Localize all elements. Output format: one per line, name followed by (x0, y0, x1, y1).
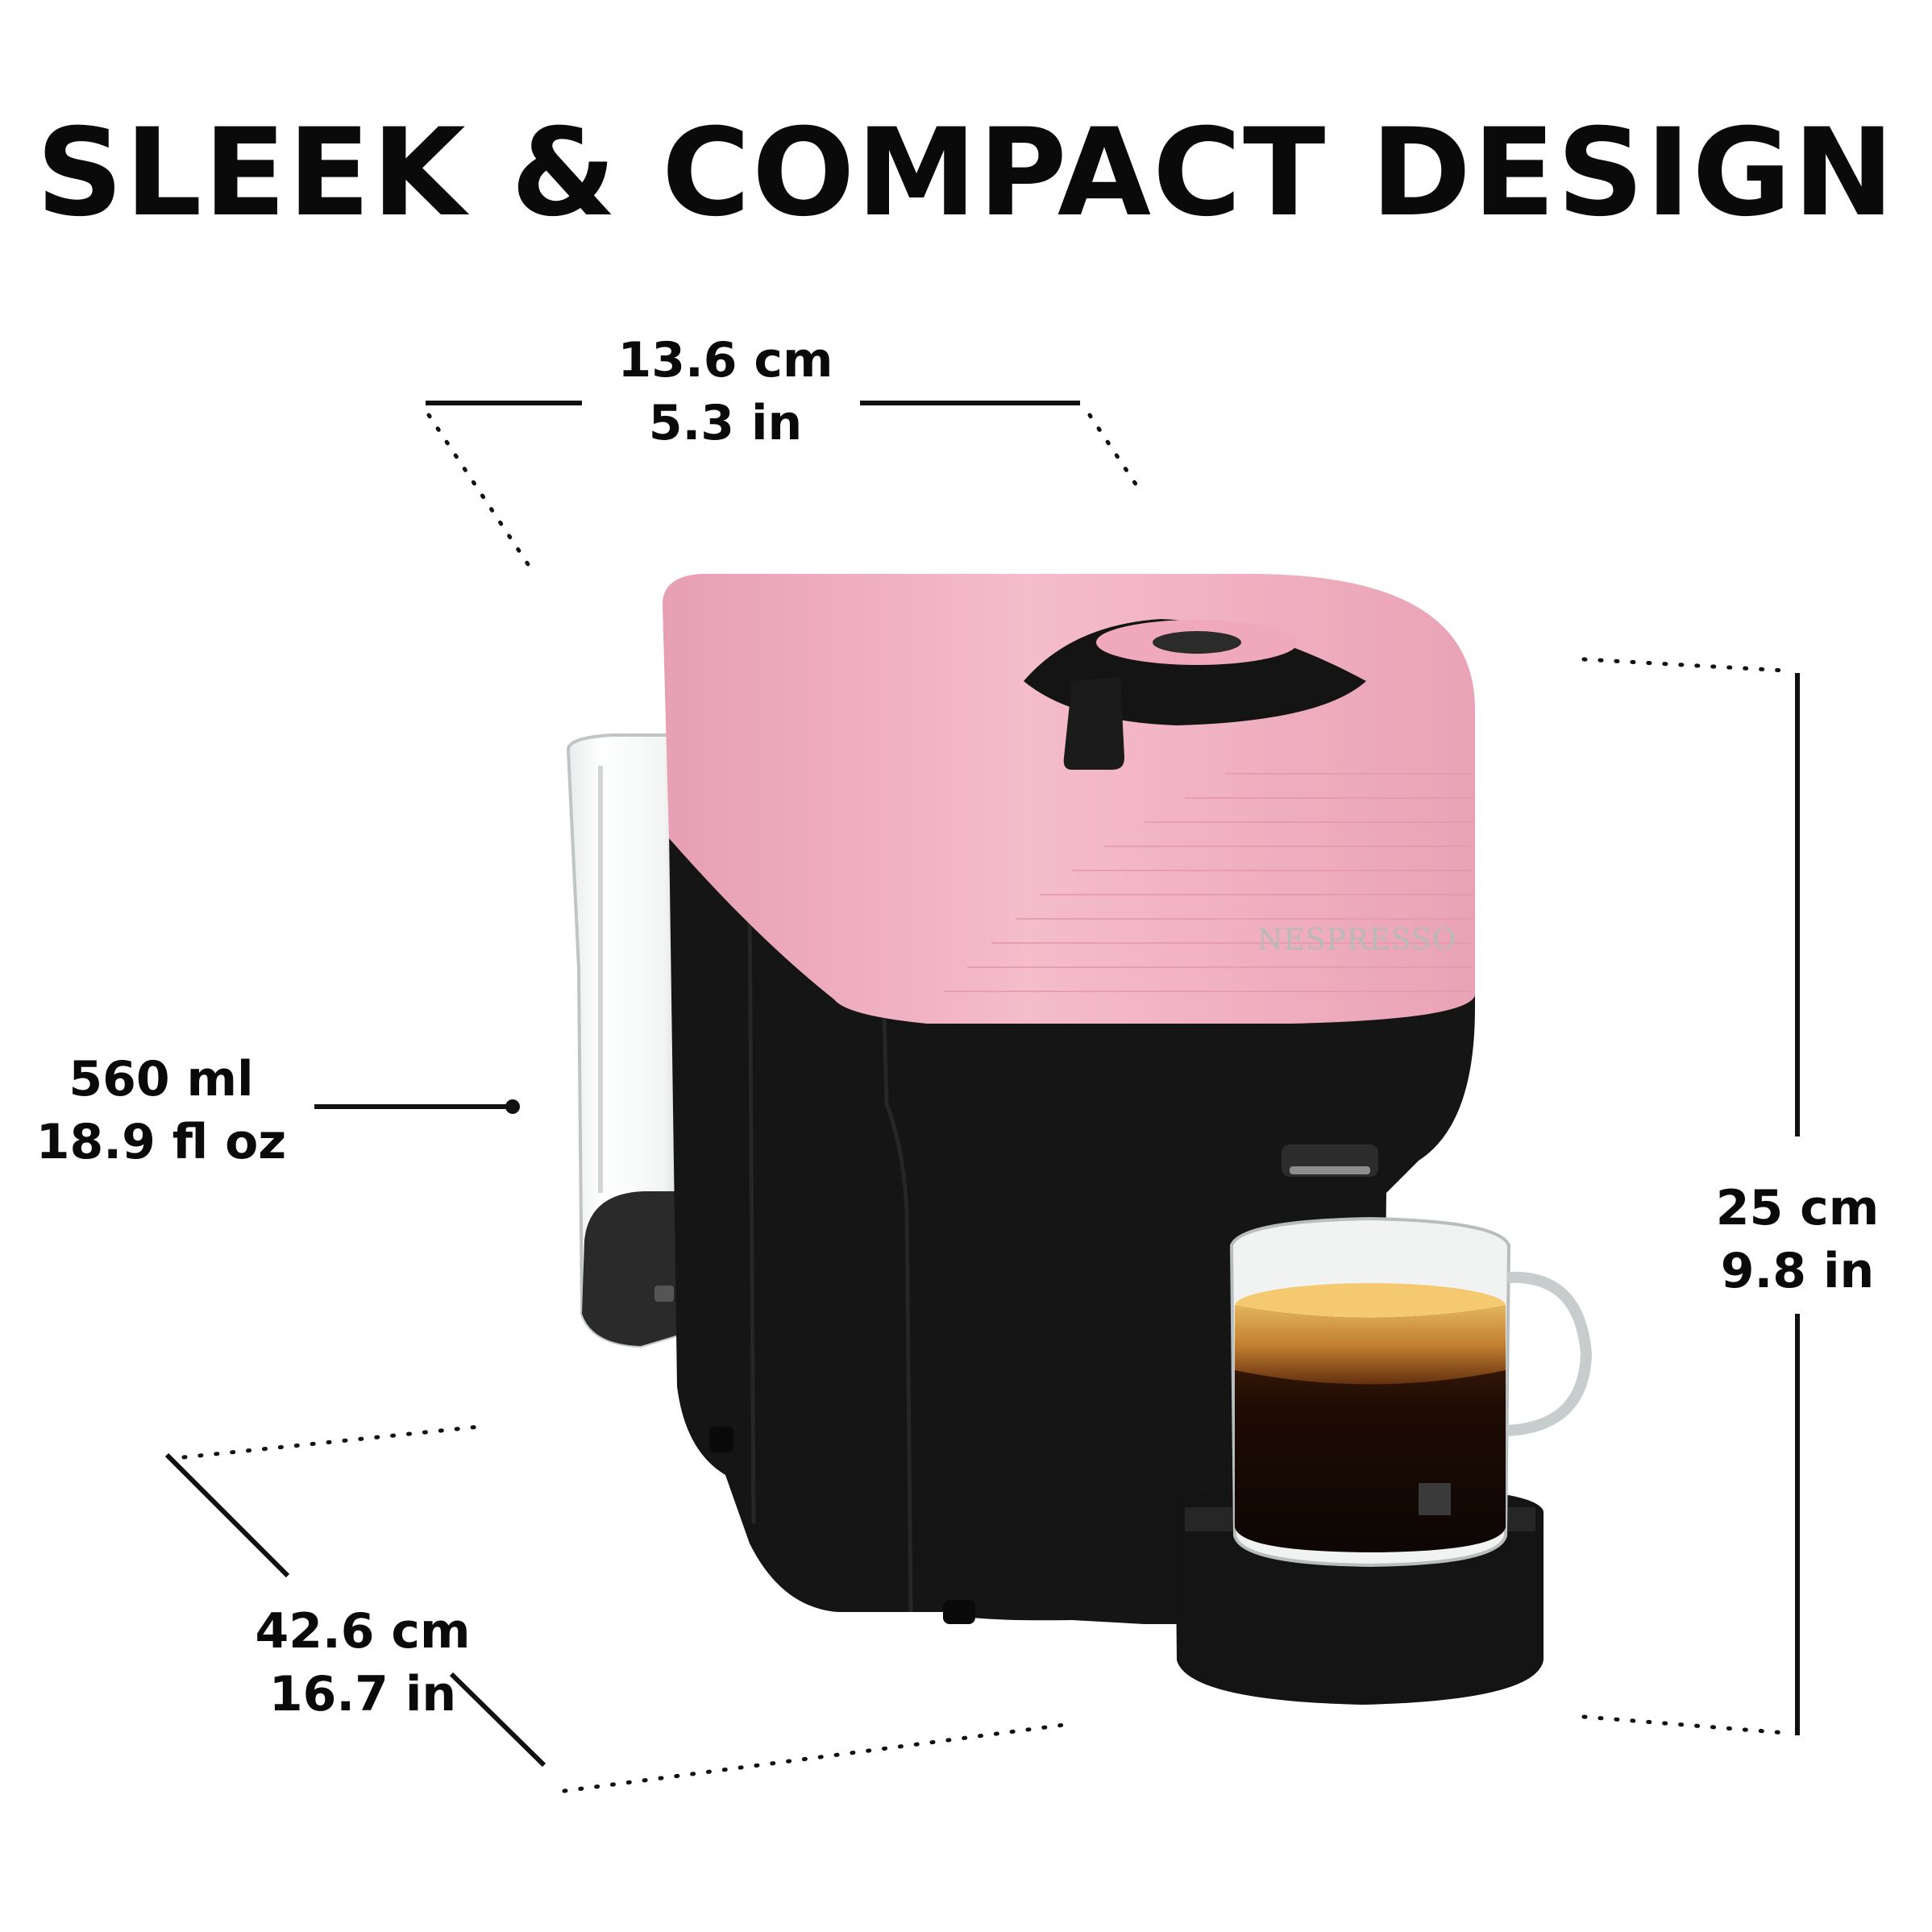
water-tank-base (582, 1191, 681, 1346)
depth-metric: 42.6 cm (255, 1603, 471, 1660)
width-dotted-left (426, 413, 530, 567)
seam-front (747, 894, 756, 1524)
capacity-label: 560 ml 18.9 fl oz (16, 1048, 306, 1174)
seam-side (880, 954, 913, 1613)
pink-top-ridges (943, 773, 1473, 992)
height-imperial: 9.8 in (1720, 1243, 1875, 1299)
cup-logo-mark (1419, 1483, 1451, 1515)
width-metric: 13.6 cm (617, 332, 833, 388)
capacity-metric: 560 ml (69, 1051, 254, 1107)
width-dimension-lines (426, 401, 1141, 567)
height-dimension-label: 25 cm 9.8 in (1685, 1177, 1910, 1303)
depth-dimension-lines (164, 1424, 1066, 1793)
lid-lever (1024, 619, 1366, 770)
height-dimension-lines (1581, 657, 1800, 1735)
water-tank (566, 733, 683, 1348)
capacity-pointer (314, 1099, 520, 1114)
page-title: SLEEK & COMPACT DESIGN (35, 103, 1897, 243)
height-metric: 25 cm (1715, 1180, 1880, 1236)
cup-handle (1506, 1271, 1593, 1436)
capacity-pointer-dot (505, 1099, 520, 1114)
depth-dimension-label: 42.6 cm 16.7 in (218, 1600, 508, 1726)
capacity-imperial: 18.9 fl oz (35, 1114, 287, 1170)
foot-left (709, 1427, 733, 1452)
lever-handle (1063, 677, 1124, 770)
crema-layer (1235, 1306, 1506, 1385)
width-imperial: 5.3 in (648, 395, 803, 451)
coffee-cup (1229, 1216, 1593, 1568)
machine-top: NESPRESSO (663, 574, 1475, 1024)
width-dimension-label: 13.6 cm 5.3 in (572, 329, 879, 455)
power-button (1153, 631, 1241, 654)
water-tank-latch (654, 1286, 674, 1302)
width-dotted-right (1087, 413, 1141, 490)
foot-front (943, 1600, 975, 1624)
brand-logo: NESPRESSO (1257, 924, 1456, 957)
depth-imperial: 16.7 in (268, 1666, 457, 1722)
